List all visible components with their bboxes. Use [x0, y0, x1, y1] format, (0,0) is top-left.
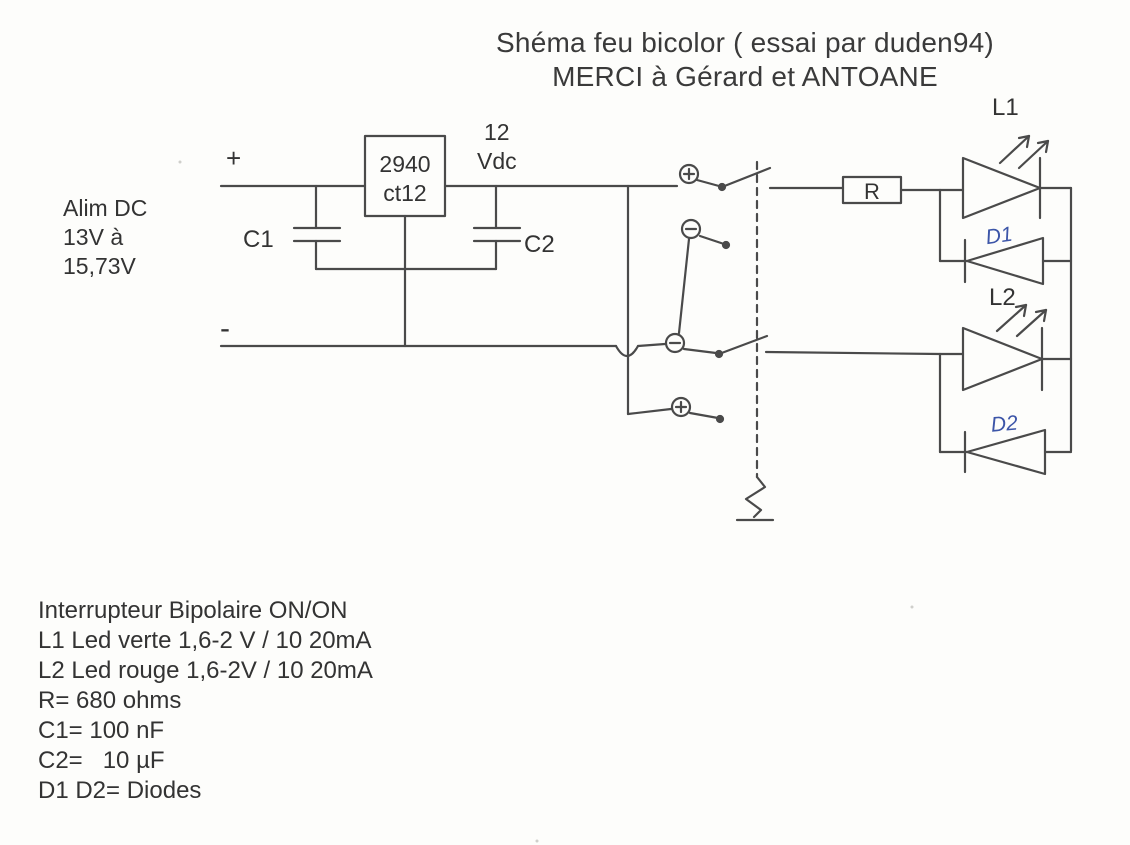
note-d1-d2: D1 D2= Diodes — [38, 777, 202, 804]
l2-label: L2 — [989, 284, 1016, 311]
title-line-2: MERCI à Gérard et ANTOANE — [552, 61, 938, 92]
supply-label-line3: 15,73V — [63, 253, 136, 279]
c1-label: C1 — [243, 226, 274, 253]
vout-value-label: 12 — [484, 119, 510, 145]
d2-handwritten-label: D2 — [990, 411, 1019, 436]
note-c2: C2= 10 µF — [38, 747, 165, 774]
supply-wires — [219, 184, 679, 358]
switch-feed-wires — [626, 184, 691, 416]
capacitor-c2-symbol — [472, 184, 522, 271]
note-interrupteur: Interrupteur Bipolaire ON/ON — [38, 597, 348, 624]
d1-handwritten-label: D1 — [984, 223, 1014, 250]
capacitor-c1-symbol — [292, 184, 342, 271]
note-c1: C1= 100 nF — [38, 717, 165, 744]
dpdt-switch-symbol — [664, 163, 772, 424]
led-l2-symbol — [764, 303, 1073, 454]
diode-d1-symbol — [938, 236, 1073, 286]
c2-label: C2 — [524, 231, 555, 258]
voltage-regulator-box — [363, 134, 447, 348]
diode-d2-symbol — [938, 428, 1073, 476]
page-title: Shéma feu bicolor ( essai par duden94) M… — [360, 26, 1130, 94]
switch-linkage-dashed-line — [735, 160, 775, 522]
title-line-1: Shéma feu bicolor ( essai par duden94) — [496, 27, 994, 58]
supply-minus-sign: - — [220, 312, 230, 345]
supply-plus-sign: + — [226, 143, 241, 173]
note-l1: L1 Led verte 1,6-2 V / 10 20mA — [38, 627, 372, 654]
schematic-labels: + - 2940 ct12 12 Vdc C1 C2 R L1 L2 D1 D2 — [220, 94, 1019, 437]
l1-label: L1 — [992, 94, 1019, 121]
scan-speckles — [178, 160, 914, 843]
led-l1-symbol — [938, 134, 1073, 263]
regulator-label-line1: 2940 — [379, 151, 430, 177]
note-l2: L2 Led rouge 1,6-2V / 10 20mA — [38, 657, 373, 684]
regulator-label-line2: ct12 — [383, 180, 426, 206]
vout-unit-label: Vdc — [477, 148, 517, 174]
supply-label: Alim DC 13V à 15,73V — [63, 194, 147, 281]
supply-label-line1: Alim DC — [63, 195, 148, 221]
component-notes: Interrupteur Bipolaire ON/ON L1 Led vert… — [38, 596, 373, 806]
note-r: R= 680 ohms — [38, 687, 182, 714]
supply-label-line2: 13V à — [63, 224, 124, 250]
r-label: R — [864, 179, 880, 204]
resistor-symbol — [768, 175, 942, 205]
